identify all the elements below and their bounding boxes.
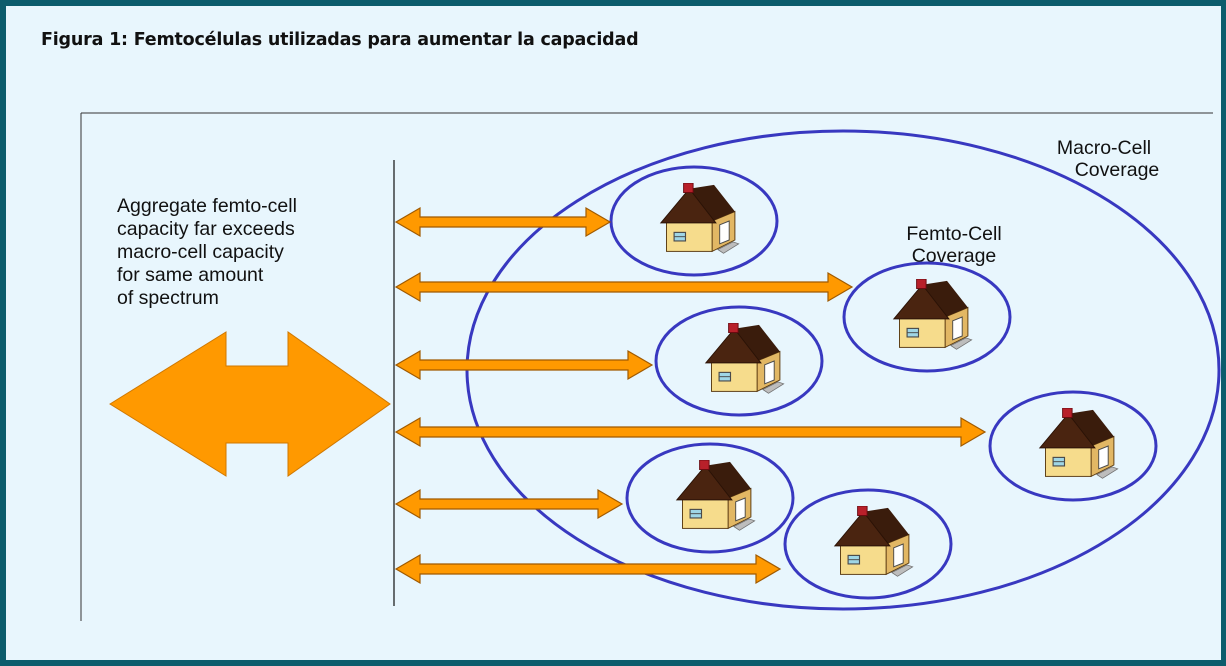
link-double-arrow — [394, 416, 987, 448]
femto-coverage-ring — [842, 261, 1012, 373]
house-icon — [705, 323, 785, 394]
femto-coverage-ring — [609, 165, 779, 277]
link-arrows — [394, 206, 987, 585]
femto-label-line-2: Coverage — [912, 245, 997, 267]
macro-cell-label: Macro-Cell Coverage — [1057, 137, 1159, 181]
femto-coverage-ring — [988, 390, 1158, 502]
femto-cell — [988, 390, 1158, 502]
femto-cell — [654, 305, 824, 417]
femto-cells — [609, 165, 1158, 600]
link-double-arrow — [394, 488, 624, 520]
macro-label-line-1: Macro-Cell — [1057, 137, 1151, 159]
femto-cell — [783, 488, 953, 600]
femto-cell — [842, 261, 1012, 373]
femto-coverage-ring — [783, 488, 953, 600]
link-double-arrow — [394, 349, 654, 381]
aggregate-text-line-3: macro-cell capacity — [117, 241, 284, 263]
aggregate-text-line-2: capacity far exceeds — [117, 218, 295, 240]
link-double-arrow — [394, 271, 854, 303]
house-icon — [893, 279, 973, 350]
aggregate-text-line-1: Aggregate femto-cell — [117, 195, 297, 217]
figure-title: Figura 1: Femtocélulas utilizadas para a… — [41, 30, 639, 50]
link-double-arrow — [394, 553, 782, 585]
house-icon — [676, 460, 756, 531]
house-icon — [834, 506, 914, 577]
aggregate-capacity-text: Aggregate femto-cell capacity far exceed… — [117, 195, 297, 309]
aggregate-capacity-arrow — [109, 331, 391, 477]
femto-cell — [609, 165, 779, 277]
aggregate-text-line-4: for same amount — [117, 264, 264, 286]
femto-cell-label: Femto-Cell Coverage — [906, 223, 1001, 267]
link-double-arrow — [394, 206, 612, 238]
femto-coverage-ring — [625, 442, 795, 554]
macro-label-line-2: Coverage — [1075, 159, 1160, 181]
femto-cell — [625, 442, 795, 554]
house-icon — [660, 183, 740, 254]
house-icon — [1039, 408, 1119, 479]
femto-label-line-1: Femto-Cell — [906, 223, 1001, 245]
aggregate-text-line-5: of spectrum — [117, 287, 219, 309]
femto-coverage-ring — [654, 305, 824, 417]
